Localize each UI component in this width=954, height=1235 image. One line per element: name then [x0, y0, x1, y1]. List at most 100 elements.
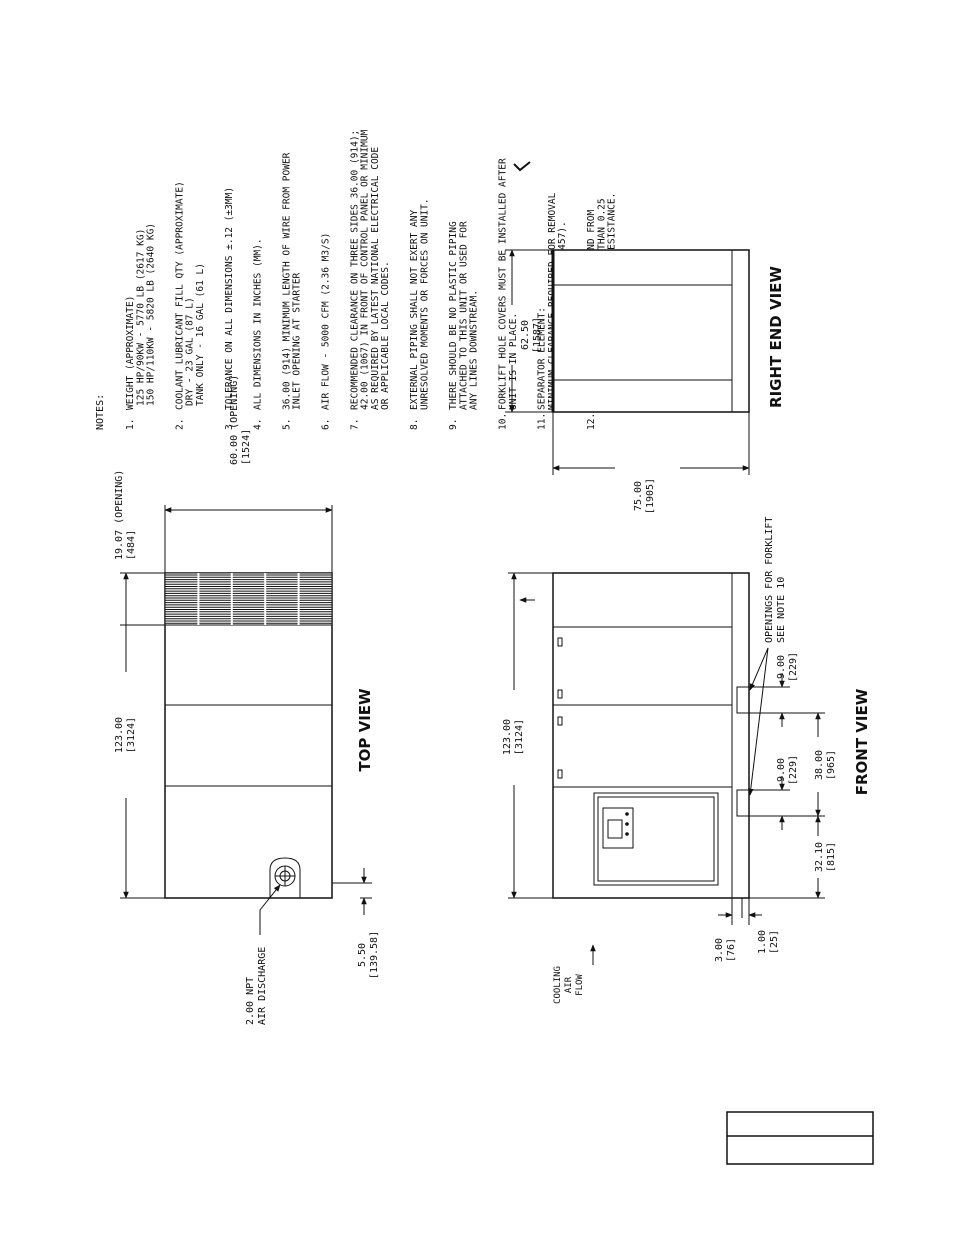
note-number: 5. [281, 419, 292, 430]
note-number: 6. [321, 419, 332, 430]
note-line: ANY LINES DOWNSTREAM. [469, 290, 480, 410]
note-number: 1. [125, 419, 136, 430]
note-line: AIR FLOW - 5000 CFM (2.36 M3/S) [321, 233, 332, 410]
note-line: RECOMMENDED CLEARANCE ON THREE SIDES 36.… [349, 130, 360, 410]
skid-height-dim: 3.00 [714, 938, 725, 962]
note-number: 8. [409, 419, 420, 430]
forklift-opening [736, 686, 750, 714]
top-length-dim-mm: [3124] [126, 717, 137, 753]
note-line: INLET OPENING AT STARTER [292, 272, 303, 410]
forklift-leader [749, 647, 769, 691]
check-mark [513, 161, 531, 172]
note-line: ATTACHED TO THIS UNIT OR USED FOR [458, 221, 469, 410]
notes-block: NOTES: 1.WEIGHT (APPROXIMATE)125 HP/90KW… [95, 129, 618, 430]
note-line: 42.00 (1067) IN FRONT OF CONTROL PANEL O… [360, 129, 371, 410]
top-length-dim: 123.00 [114, 717, 125, 753]
note-line: TANK ONLY - 16 GAL (61 L) [195, 263, 206, 406]
fork-width-dim-1: 9.00 [776, 758, 787, 782]
display-screen [607, 819, 623, 839]
fork-offset-dim-mm: [815] [826, 842, 837, 872]
note-line: SEPARATOR ELEMENT: [537, 307, 548, 410]
note-number: 12. [586, 413, 597, 430]
right-end-outline [552, 249, 750, 413]
front-length-dim-mm: [3124] [514, 719, 525, 755]
note-line: TOLERANCE ON ALL DIMENSIONS ±.12 (±3MM) [224, 187, 235, 410]
note-number: 2. [174, 419, 185, 430]
cooling-grille [164, 572, 333, 626]
grille-frame [164, 572, 333, 626]
title-block [726, 1111, 874, 1165]
notes-heading: NOTES: [95, 394, 106, 430]
fork-offset-dim: 32.10 [814, 842, 825, 872]
top-view: 123.00 [3124] 19.07 (OPENING) [484] 60.0… [114, 375, 380, 1025]
note-line: AS REQUIRED BY LATEST NATIONAL ELECTRICA… [370, 147, 381, 410]
note-line: THERE SHOULD BE NO PLASTIC PIPING [448, 221, 459, 410]
panel-latch [557, 689, 563, 699]
right-end-view-title: RIGHT END VIEW [767, 266, 785, 408]
discharge-offset-dim-mm: [139.58] [369, 931, 380, 979]
control-panel-door [593, 792, 719, 886]
note-line: 36.00 (914) MINIMUM LENGTH OF WIRE FROM … [281, 152, 292, 410]
forklift-label-1: OPENINGS FOR FORKLIFT [764, 517, 775, 643]
width-opening-dim-mm: [1524] [241, 429, 252, 465]
fork-width-dim-1-mm: [229] [788, 755, 799, 785]
forklift-leader [747, 647, 769, 796]
cooling-air-label-1: COOLING [553, 966, 563, 1004]
note-line: OR APPLICABLE LOCAL CODES. [380, 261, 391, 410]
top-view-title: TOP VIEW [356, 688, 374, 772]
discharge-label-2: AIR DISCHARGE [257, 947, 268, 1025]
top-view-outline [164, 572, 333, 899]
note-line: EXTERNAL PIPING SHALL NOT EXERT ANY [409, 210, 420, 410]
leader-line [259, 884, 281, 935]
note-number: 3. [224, 419, 235, 430]
end-height-dim: 75.00 [633, 481, 644, 511]
discharge-boss [269, 857, 301, 898]
note-line: COOLANT LUBRICANT FILL QTY (APPROXIMATE) [174, 181, 185, 410]
end-width-dim: 62.50 [520, 320, 531, 350]
forklift-opening [736, 789, 750, 817]
right-end-view: 62.50 [1587] 75.00 [1905] RIGHT END VIEW [505, 161, 785, 514]
note-line: FORKLIFT HOLE COVERS MUST BE INSTALLED A… [498, 158, 509, 410]
note-number: 4. [253, 419, 264, 430]
front-view-title: FRONT VIEW [853, 688, 871, 795]
front-view: 123.00 [3124] COOLING AIR FLOW 3.00 [76]… [502, 517, 871, 1004]
air-discharge-fitting [269, 857, 301, 898]
fork-width-dim-2: 9.00 [776, 655, 787, 679]
note-line: UNIT IS IN PLACE. [508, 313, 519, 410]
discharge-label-1: 2.00 NPT [245, 977, 256, 1025]
width-opening-dim: 60.00 (OPENING) [229, 375, 240, 465]
grille-opening-dim: 19.07 (OPENING) [114, 470, 125, 560]
discharge-offset-dim: 5.50 [357, 943, 368, 967]
fork-spacing-dim: 38.00 [814, 750, 825, 780]
note-number: 7. [349, 419, 360, 430]
front-length-dim: 123.00 [502, 719, 513, 755]
note-number: 9. [448, 419, 459, 430]
forklift-label-2: SEE NOTE 10 [776, 577, 787, 643]
indicator-light [625, 832, 629, 836]
notes-list: 1.WEIGHT (APPROXIMATE)125 HP/90KW - 5770… [125, 129, 618, 430]
panel-latch [557, 716, 563, 726]
end-width-dim-mm: [1587] [532, 317, 543, 353]
note-number: 11. [537, 413, 548, 430]
end-height-dim-mm: [1905] [645, 478, 656, 514]
controller-display [602, 807, 634, 849]
front-view-outline [552, 572, 750, 899]
panel-latch [557, 769, 563, 779]
note-line: UNRESOLVED MOMENTS OR FORCES ON UNIT. [419, 198, 430, 410]
slot-height-dim: 1.00 [757, 930, 768, 954]
note-line: ALL DIMENSIONS IN INCHES (MM). [253, 238, 264, 410]
skid-height-dim-mm: [76] [726, 938, 737, 962]
fork-width-dim-2-mm: [229] [788, 652, 799, 682]
cooling-air-label-3: FLOW [575, 974, 585, 996]
title-block-frame [726, 1111, 874, 1165]
note-number: 10. [498, 413, 509, 430]
grille-opening-dim-mm: [484] [126, 530, 137, 560]
note-line: 150 HP/110KW - 5820 LB (2640 KG) [146, 223, 157, 406]
note-line: DRY - 23 GAL (87 L) [185, 297, 196, 406]
indicator-light [625, 822, 629, 826]
panel-latch [557, 637, 563, 647]
note-line: 125 HP/90KW - 5770 LB (2617 KG) [135, 229, 146, 406]
cooling-air-label-2: AIR [564, 976, 574, 993]
slot-height-dim-mm: [25] [769, 930, 780, 954]
